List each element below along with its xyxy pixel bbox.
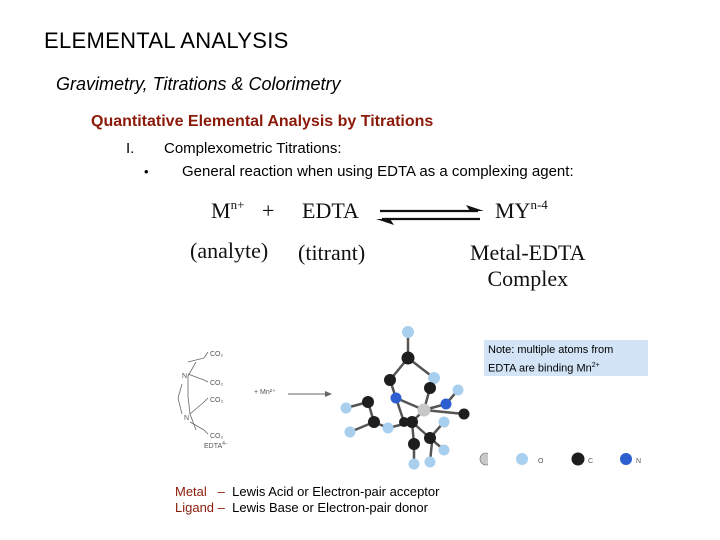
co2-label-3: CO₂	[210, 397, 224, 404]
metal-definition: Lewis Acid or Electron-pair acceptor	[232, 484, 440, 499]
ligand-definition: Lewis Base or Electron-pair donor	[232, 500, 428, 515]
complex-label: Metal-EDTA Complex	[470, 240, 586, 292]
metal-charge: n+	[230, 197, 245, 212]
co2-label-2: CO₂	[210, 380, 224, 387]
edta-complex-figure: CO₂ CO₂ CO₂ CO₂ N N EDTA4− + Mn²⁺	[177, 326, 488, 470]
atom-legend: Mn	[479, 452, 488, 466]
bullet-icon: •	[144, 164, 149, 179]
metal-dash: –	[217, 484, 225, 499]
metal-term: Metal	[175, 484, 207, 499]
reaction-metal: Mn+	[211, 197, 245, 224]
mn-reagent-label: + Mn²⁺	[254, 389, 276, 396]
reaction-titrant: EDTA	[302, 198, 359, 223]
note-text: Note: multiple atoms from EDTA are bindi…	[488, 344, 614, 375]
note-sup: 2+	[591, 362, 600, 369]
n-label-1: N	[182, 373, 187, 380]
product-formula: MY	[495, 198, 531, 223]
bullet-text: General reaction when using EDTA as a co…	[182, 163, 574, 180]
complex-label-line1: Metal-EDTA	[470, 240, 586, 265]
definition-metal: Metal – Lewis Acid or Electron-pair acce…	[175, 484, 439, 499]
reaction-arrow-icon	[288, 391, 332, 397]
legend-o-swatch	[516, 453, 528, 465]
definition-ligand: Ligand – Lewis Base or Electron-pair don…	[175, 500, 428, 515]
slide-title: ELEMENTAL ANALYSIS	[44, 28, 289, 53]
analyte-label: (analyte)	[190, 238, 269, 263]
atom-balls	[340, 326, 470, 470]
metal-symbol: M	[211, 198, 231, 223]
titrant-label: (titrant)	[298, 240, 366, 265]
edta-label: EDTA4−	[204, 441, 228, 450]
section-heading: Quantitative Elemental Analysis by Titra…	[91, 113, 434, 130]
reaction-product: MYn-4	[495, 197, 548, 224]
equilibrium-arrows-icon	[376, 205, 484, 225]
legend-c-label: C	[588, 458, 593, 465]
complex-label-line2: Complex	[487, 266, 569, 291]
note-box: Note: multiple atoms from EDTA are bindi…	[484, 340, 648, 376]
co2-label-1: CO₂	[210, 351, 224, 358]
legend-c-swatch	[571, 452, 585, 466]
ligand-term: Ligand	[175, 500, 215, 515]
ligand-dash: –	[217, 500, 225, 515]
n-label-2: N	[184, 415, 189, 422]
legend-n-swatch	[620, 453, 632, 465]
legend-o-label: O	[538, 458, 544, 465]
legend-n-label: N	[636, 458, 641, 465]
edta-structure-diagram	[177, 351, 209, 435]
atom-legend-rest: O C N	[516, 452, 641, 466]
reaction-plus: +	[262, 198, 275, 223]
co2-label-4: CO₂	[210, 433, 224, 440]
slide-subtitle: Gravimetry, Titrations & Colorimetry	[56, 74, 341, 94]
legend-mn-swatch	[479, 452, 488, 466]
product-charge: n-4	[530, 197, 548, 212]
list-item-number: I.	[126, 140, 135, 157]
list-item-text: Complexometric Titrations:	[164, 140, 342, 157]
